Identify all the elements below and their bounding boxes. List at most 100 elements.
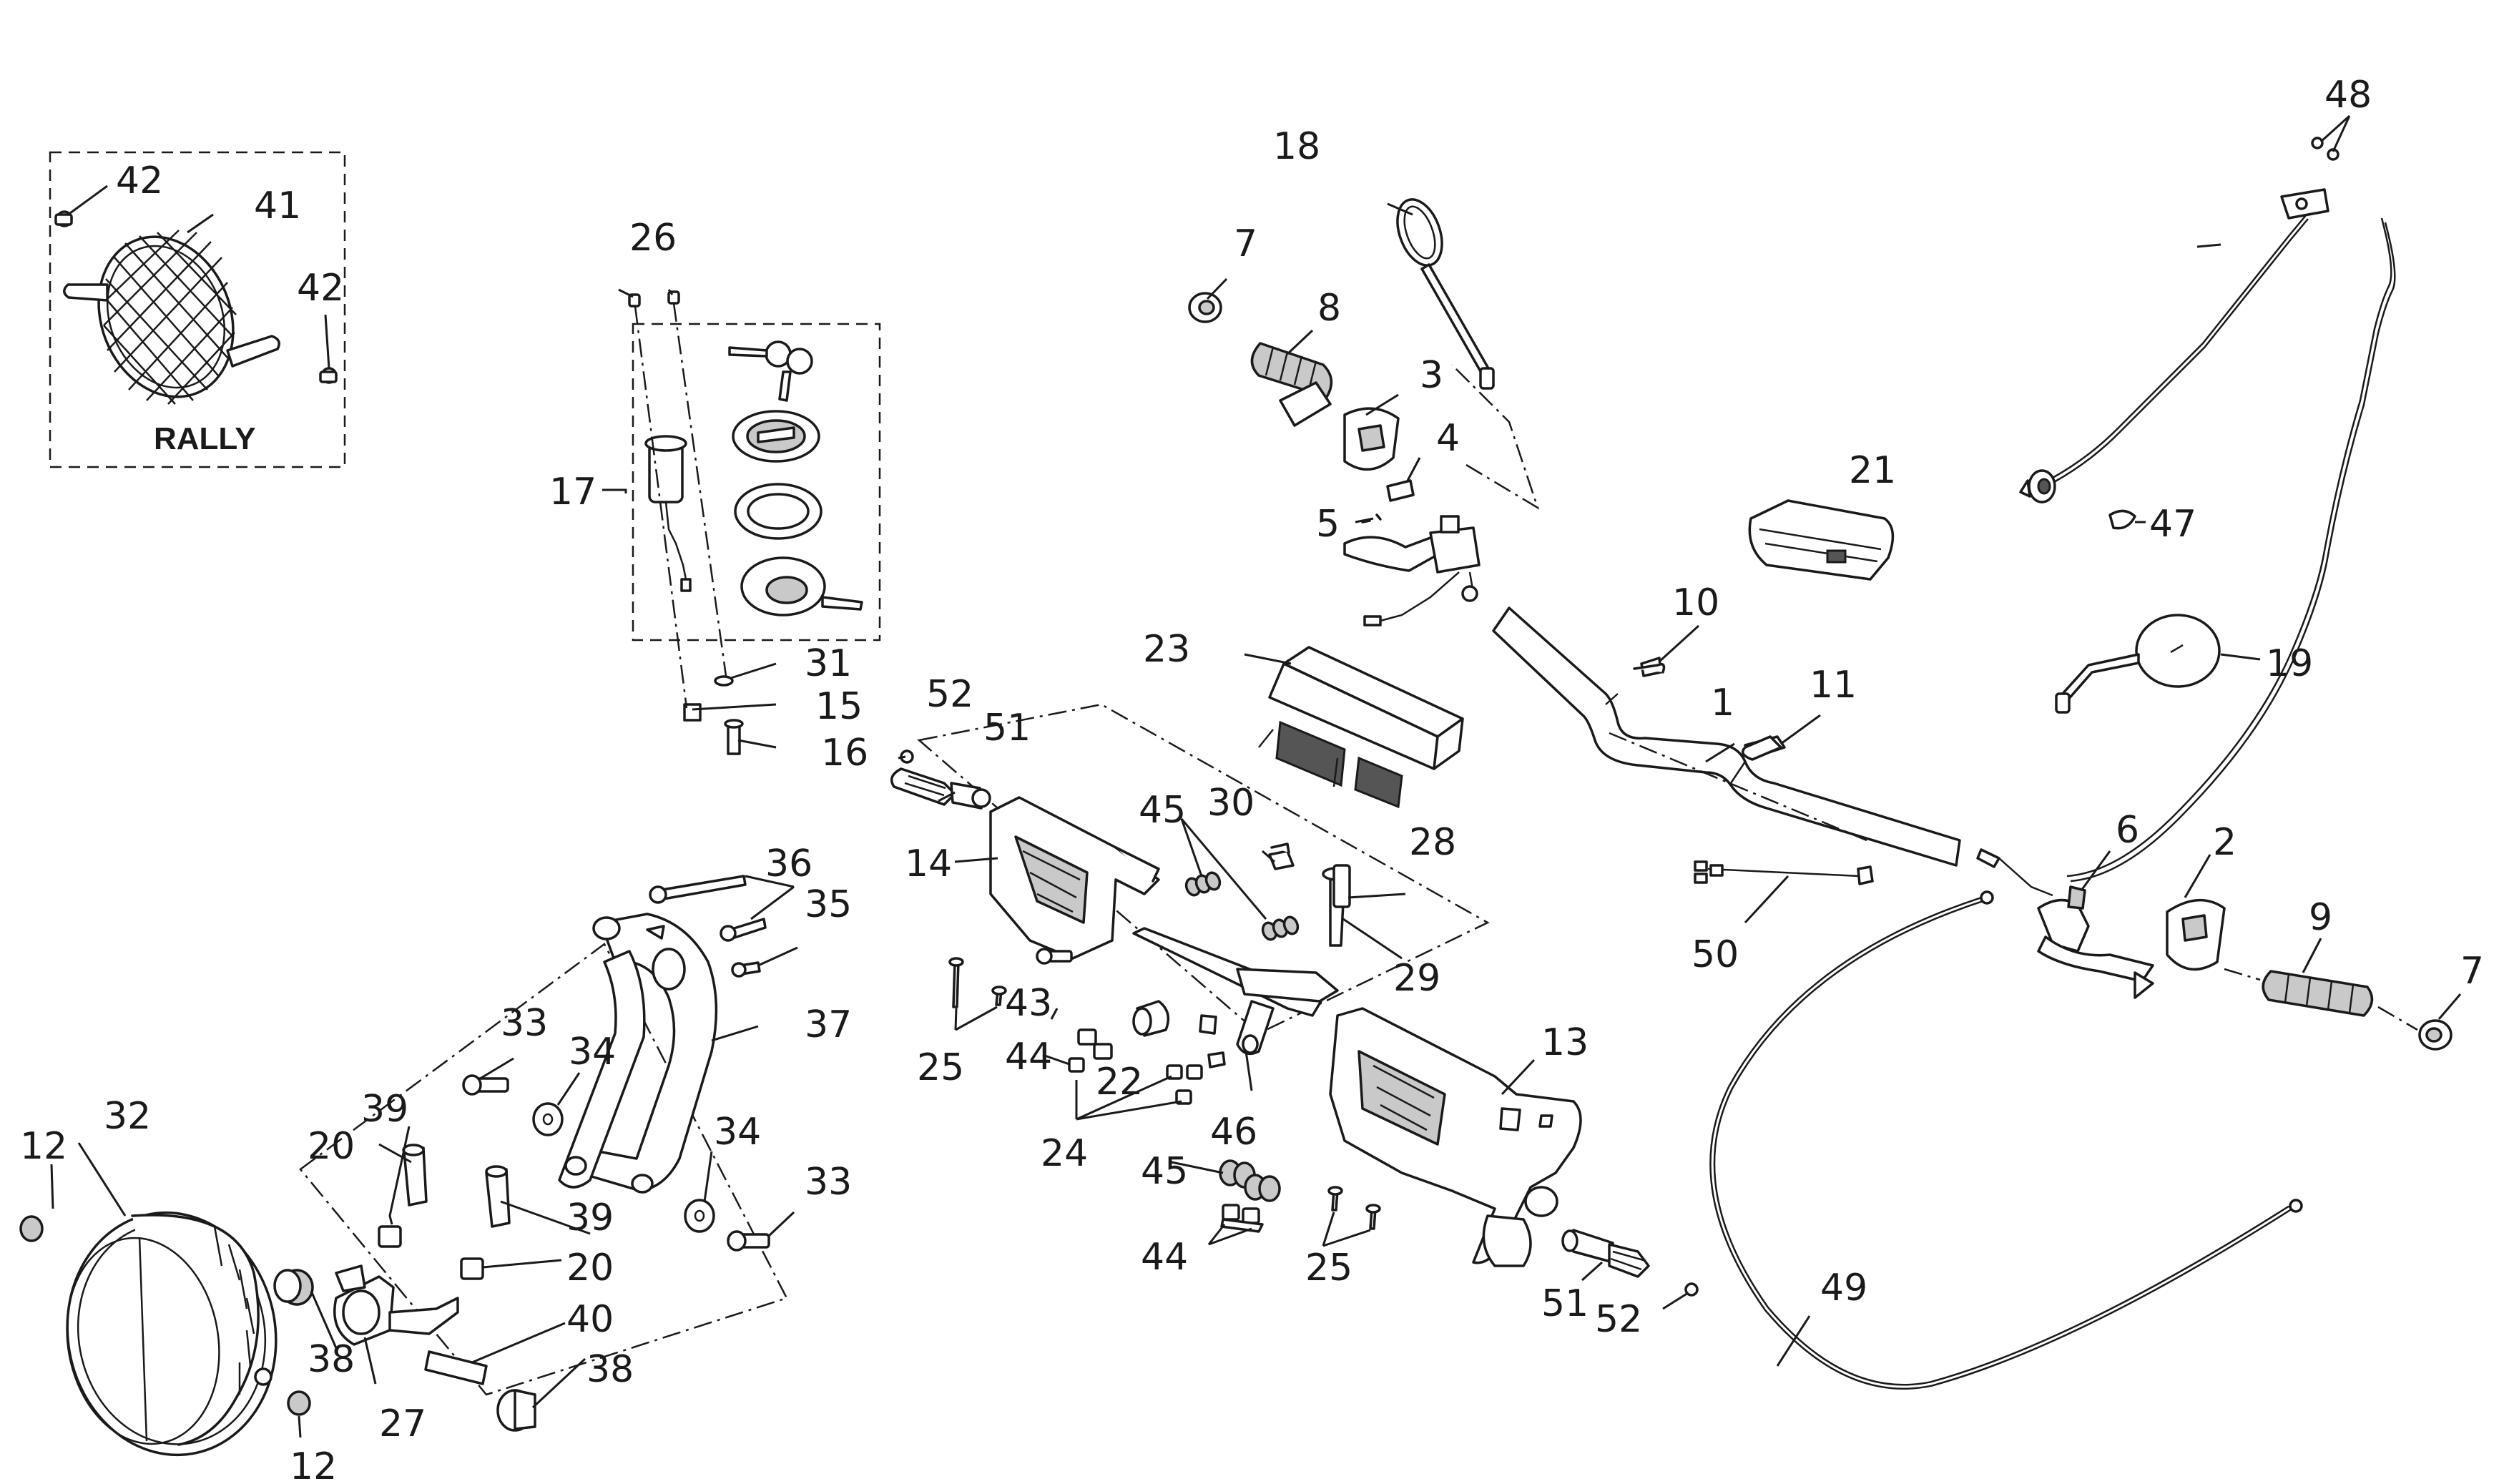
callout-31: 31 [805,642,852,685]
callout-1: 1 [1711,682,1734,724]
callout-10: 10 [1672,581,1719,624]
callout-23: 23 [1143,628,1190,671]
headlight-icon [66,1211,278,1457]
spacer-icon [378,1102,715,1432]
bracket-icon [558,913,718,1194]
handlebar-axis-line [1609,732,1867,842]
callout-12: 12 [20,1125,67,1168]
handlebar-icon [1492,606,1961,867]
clip-icon [1361,519,1782,761]
spacer-icon [1068,1000,1264,1233]
variant-label: RALLY [154,421,256,456]
callout-45: 45 [1141,1150,1188,1193]
ignition-axis-lines [634,303,727,709]
callout-26: 26 [629,217,677,260]
key-icon [728,340,813,402]
callout-45: 45 [1139,789,1186,832]
bolt-icon [2311,137,2339,161]
callout-20: 20 [566,1247,614,1289]
callout-33: 33 [501,1002,548,1045]
ignition-lock-box [632,323,881,642]
callout-19: 19 [2266,642,2313,685]
callout-8: 8 [1317,287,1341,330]
callout-6: 6 [2116,809,2139,852]
callout-16: 16 [821,732,868,775]
callout-labels: 1 2 3 4 5 6 7 7 8 9 10 11 12 12 13 14 15… [20,74,2484,1484]
callout-51: 51 [1541,1282,1589,1325]
mirror-alignment-line [1451,364,1540,510]
callout-25: 25 [1305,1247,1352,1289]
callout-44: 44 [1141,1236,1188,1279]
callout-28: 28 [1409,821,1456,864]
callout-43: 43 [1005,982,1052,1025]
spacer-icon [683,703,744,755]
cable-icon [1694,860,1874,885]
bolt-icon [54,210,338,384]
callout-9: 9 [2309,896,2332,939]
callout-13: 13 [1541,1021,1589,1064]
callout-20: 20 [308,1125,355,1168]
fuel-cap-icon [732,410,863,616]
rally-kit-box [49,151,346,468]
callout-37: 37 [805,1003,852,1046]
bolt-icon [462,875,770,1252]
callout-25: 25 [917,1046,964,1089]
callout-33: 33 [805,1161,852,1204]
callout-18: 18 [1273,125,1320,168]
callout-22: 22 [1096,1061,1143,1104]
damper-icon [19,1215,311,1416]
callout-4: 4 [1436,417,1460,460]
bracket-icon [1329,1007,1582,1267]
callout-34: 34 [569,1031,616,1073]
throttle-grip-icon [2262,970,2452,1051]
callout-52: 52 [926,673,973,716]
bracket-icon [989,796,1160,960]
switch-housing-icon [1343,407,1415,521]
bolt-icon [900,750,1699,1297]
callout-47: 47 [2149,503,2196,546]
control-unit-icon [1258,646,1464,809]
callout-7: 7 [1234,222,1257,265]
callout-3: 3 [1420,354,1443,397]
headlight-grille-icon [63,230,280,405]
turn-signal-icon [890,767,1650,1278]
callout-36: 36 [765,842,812,885]
callout-50: 50 [1692,933,1739,976]
callout-29: 29 [1393,957,1440,1000]
callout-49: 49 [1820,1267,1867,1309]
callout-7: 7 [2460,950,2484,993]
cable-icon [1709,188,2396,1390]
bracket-icon [1132,927,1339,1056]
callout-24: 24 [1041,1132,1088,1175]
callout-35: 35 [805,883,852,926]
callout-5: 5 [1316,503,1340,546]
callout-46: 46 [1210,1111,1257,1154]
callout-39: 39 [566,1196,614,1239]
callout-11: 11 [1810,664,1857,707]
clutch-lever-icon [1343,515,1481,626]
callout-39: 39 [361,1088,408,1131]
callout-30: 30 [1207,782,1254,825]
callout-48: 48 [2324,74,2372,117]
callout-27: 27 [379,1402,426,1445]
callout-17: 17 [549,471,596,513]
bracket-icon [273,1264,459,1346]
callout-14: 14 [905,842,952,885]
callout-44: 44 [1005,1036,1052,1078]
callout-21: 21 [1849,449,1896,492]
callout-32: 32 [104,1095,151,1138]
leader-lines [50,114,2462,1438]
callout-34: 34 [714,1111,761,1154]
mirror-icon [1396,198,2221,714]
hand-grip-icon [1188,292,1333,427]
callout-15: 15 [815,685,863,728]
brake-master-cylinder-icon [1976,848,2154,999]
callout-52: 52 [1595,1298,1642,1341]
grip-axis-lines [2224,968,2418,1031]
callout-2: 2 [2213,821,2237,864]
callout-51: 51 [983,707,1031,750]
callout-38: 38 [308,1338,355,1381]
callout-42: 42 [116,159,163,202]
